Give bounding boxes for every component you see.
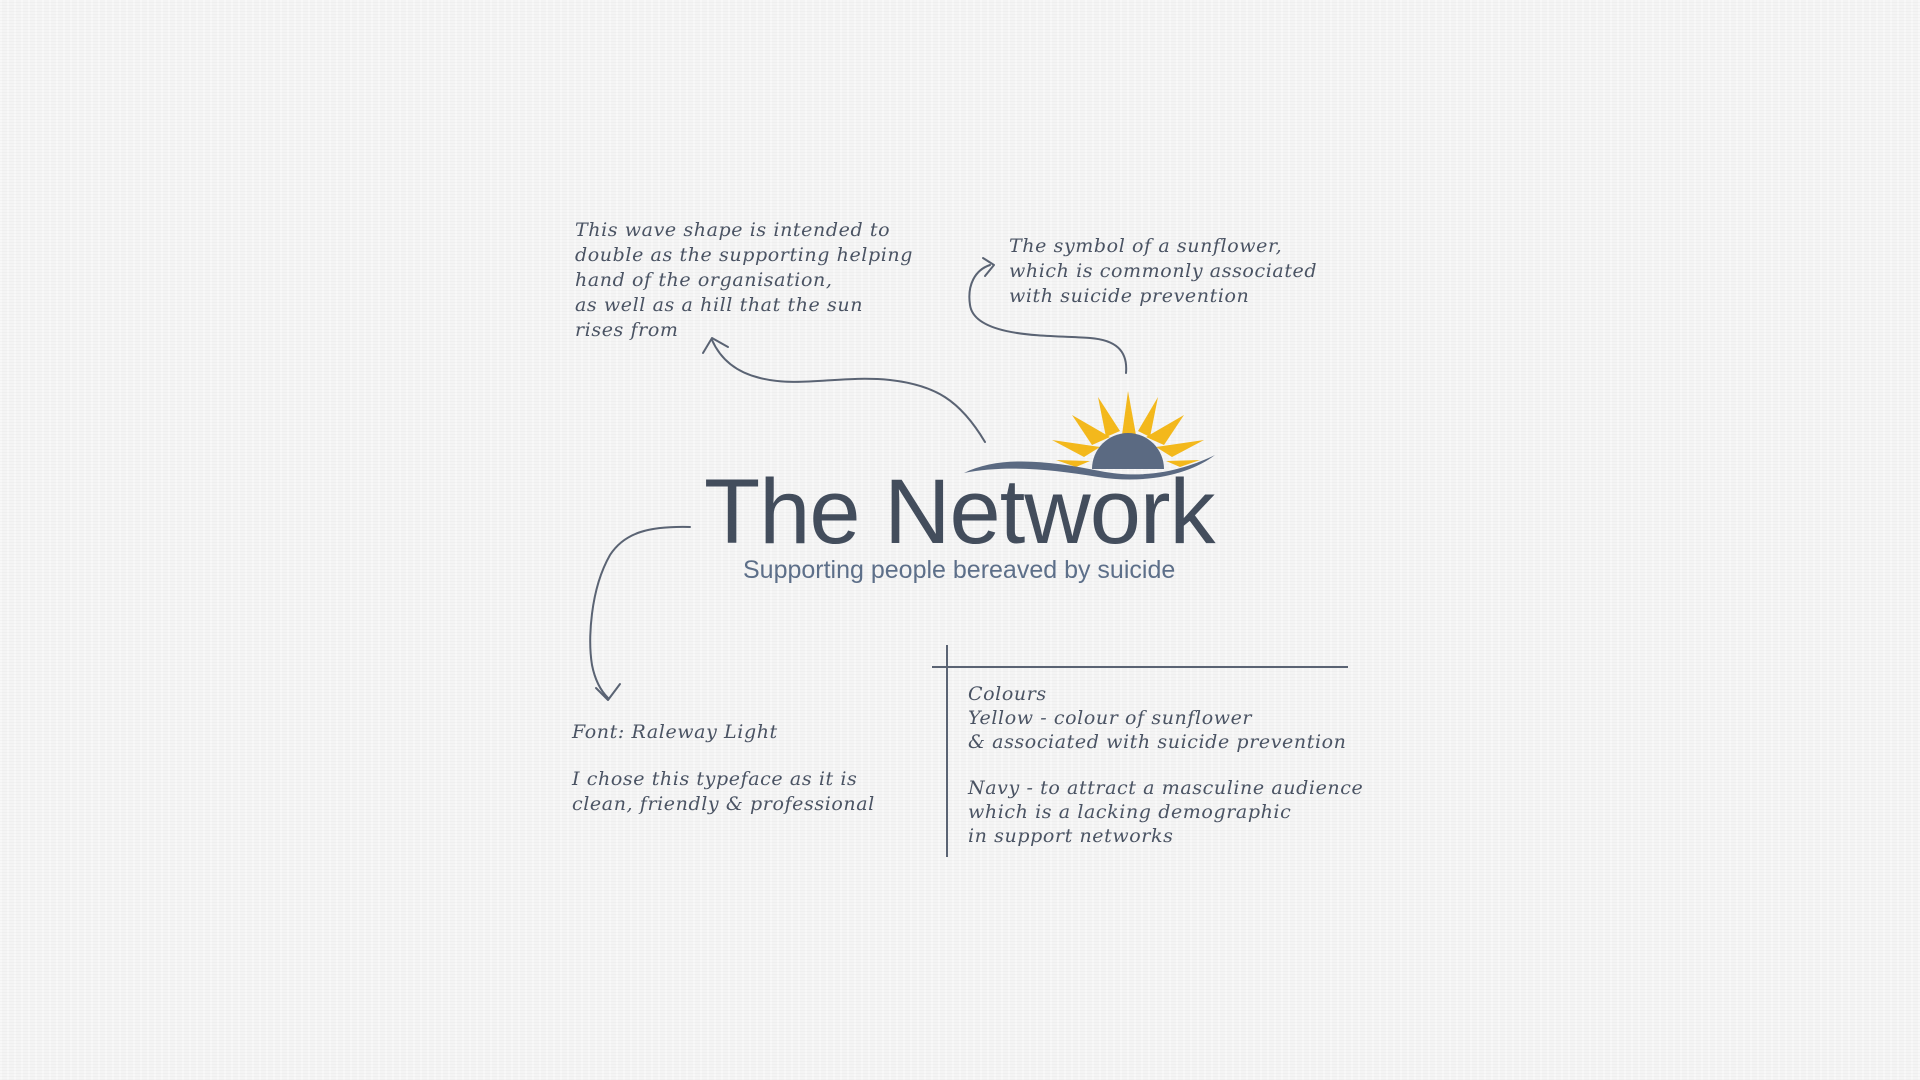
petal — [1072, 415, 1110, 445]
petal — [1156, 440, 1204, 457]
petal — [1052, 440, 1100, 457]
note-line: which is commonly associated — [1009, 260, 1318, 282]
sunflower-logo-icon — [964, 391, 1215, 480]
note-line: Navy - to attract a masculine audience — [968, 777, 1364, 799]
petal — [1056, 460, 1090, 467]
note-line: The symbol of a sunflower, — [1009, 235, 1283, 257]
petal — [1098, 397, 1120, 437]
note-line: clean, friendly & professional — [572, 793, 875, 815]
colours-note: Colours Yellow - colour of sunflower & a… — [968, 682, 1363, 848]
note-line: double as the supporting helping — [575, 244, 914, 266]
petal — [1166, 460, 1200, 467]
note-line: I chose this typeface as it is — [572, 768, 858, 790]
font-note: Font: Raleway Light I chose this typefac… — [572, 720, 875, 817]
note-line: with suicide prevention — [1009, 285, 1250, 307]
sunflower-arrow — [968, 264, 1128, 374]
note-line: in support networks — [968, 825, 1174, 847]
sunflower-petals — [1052, 391, 1204, 467]
note-line: rises from — [575, 319, 679, 341]
wave-arrow-head — [702, 337, 729, 354]
sunflower-arrow-head — [982, 257, 995, 277]
note-line: & associated with suicide prevention — [968, 731, 1347, 753]
note-line: This wave shape is intended to — [575, 219, 891, 241]
sunflower-note: The symbol of a sunflower, which is comm… — [1009, 234, 1317, 309]
logo-tagline: Supporting people bereaved by suicide — [743, 556, 1176, 584]
font-note-heading: Font: Raleway Light — [572, 721, 778, 743]
note-line: Yellow - colour of sunflower — [968, 707, 1253, 729]
colours-note-heading: Colours — [968, 683, 1047, 705]
note-line: as well as a hill that the sun — [575, 294, 864, 316]
sun-disc — [1092, 433, 1164, 469]
wave-shape — [964, 455, 1215, 480]
font-arrow-head — [595, 683, 621, 701]
wave-shape-note: This wave shape is intended to double as… — [575, 218, 913, 343]
petal — [1138, 397, 1158, 437]
petal — [1146, 415, 1184, 445]
petal — [1122, 391, 1136, 435]
note-line: hand of the organisation, — [575, 269, 833, 291]
note-line: which is a lacking demographic — [968, 801, 1292, 823]
logo-wordmark: The Network — [704, 461, 1215, 563]
font-arrow — [589, 525, 691, 699]
wave-arrow — [711, 339, 986, 443]
